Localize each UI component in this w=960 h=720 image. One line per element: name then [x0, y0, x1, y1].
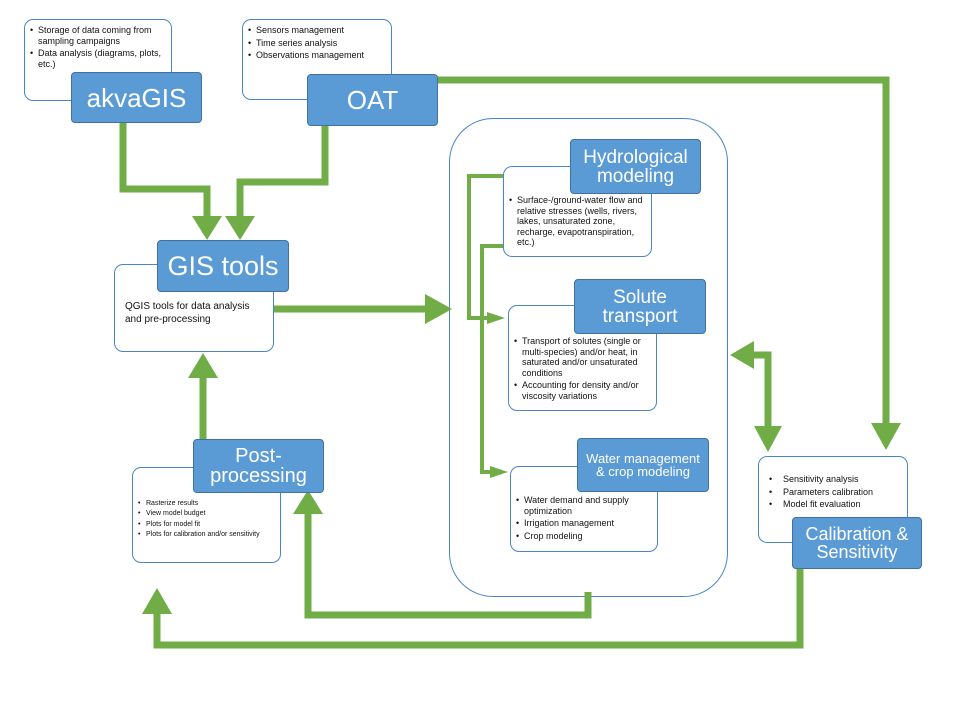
post-processing-box[interactable]: Post-processing — [193, 439, 324, 493]
water-item: Crop modeling — [516, 531, 653, 542]
solute-transport-box[interactable]: Solute transport — [574, 279, 706, 334]
akvagis-item: Storage of data coming from sampling cam… — [30, 25, 167, 46]
oat-item: Time series analysis — [248, 38, 387, 49]
calibration-item: Parameters calibration — [767, 487, 903, 498]
solute-item: Accounting for density and/or viscosity … — [514, 380, 652, 401]
water-item: Water demand and supply optimization — [516, 495, 653, 516]
calibration-item: Sensitivity analysis — [767, 474, 903, 485]
arrow-calibration-to-post — [153, 567, 804, 649]
post-item: View model budget — [138, 510, 276, 519]
akvagis-box[interactable]: akvaGIS — [71, 72, 202, 123]
arrow-hydro-to-solute — [467, 174, 505, 320]
water-management-box[interactable]: Water management & crop modeling — [577, 438, 709, 492]
akvagis-item: Data analysis (diagrams, plots, etc.) — [30, 48, 167, 69]
calibration-sensitivity-box[interactable]: Calibration & Sensitivity — [792, 517, 922, 569]
calibration-item: Model fit evaluation — [767, 499, 903, 510]
arrowhead — [730, 341, 754, 369]
hydrological-item: Surface-/ground-water flow and relative … — [509, 195, 647, 248]
arrowhead — [487, 312, 505, 324]
oat-item: Observations management — [248, 50, 387, 61]
arrow-models-to-post — [304, 512, 592, 619]
arrow-akvagis-to-gis — [119, 122, 211, 218]
arrow-oat-to-gis — [236, 125, 329, 218]
arrowhead — [192, 216, 222, 240]
arrowhead — [142, 588, 172, 614]
arrow-oat-to-calibration — [437, 76, 890, 425]
arrowhead — [871, 423, 901, 450]
arrowhead — [225, 216, 255, 240]
arrow-calibration-models-bidirectional — [752, 351, 772, 428]
oat-box[interactable]: OAT — [307, 74, 438, 126]
water-item: Irrigation management — [516, 518, 653, 529]
solute-item: Transport of solutes (single or multi-sp… — [514, 336, 652, 378]
arrowhead — [754, 426, 782, 452]
arrow-hydro-to-water — [480, 244, 505, 474]
oat-item: Sensors management — [248, 25, 387, 36]
post-item: Plots for model fit — [138, 521, 276, 530]
arrowhead — [188, 353, 218, 378]
gis-tools-text: QGIS tools for data analysis and pre-pro… — [125, 301, 250, 325]
post-item: Rasterize results — [138, 500, 276, 509]
gis-tools-box[interactable]: GIS tools — [157, 240, 289, 292]
arrowhead — [425, 294, 452, 324]
post-item: Plots for calibration and/or sensitivity — [138, 531, 276, 540]
hydrological-modeling-box[interactable]: Hydrological modeling — [570, 139, 701, 194]
arrowhead — [490, 466, 508, 478]
arrowhead — [293, 490, 323, 514]
